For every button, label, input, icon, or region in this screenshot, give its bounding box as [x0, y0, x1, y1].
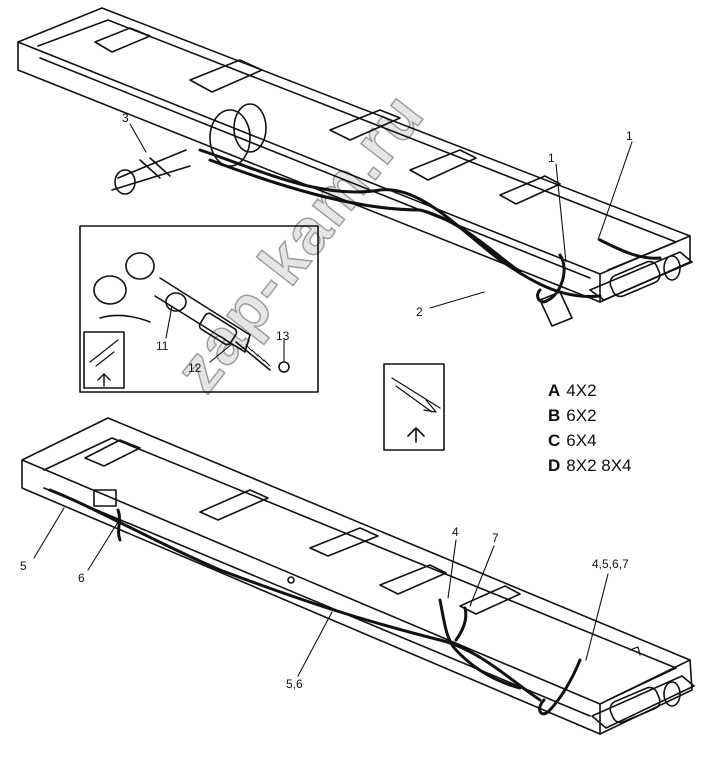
variant-legend: A 4X2 B 6X2 C 6X4 D 8X2 8X4	[548, 378, 632, 478]
legend-key: A	[548, 381, 561, 400]
legend-value: 6X2	[566, 406, 597, 425]
legend-key: C	[548, 431, 561, 450]
callout-5: 5	[20, 559, 27, 573]
callout-11: 11	[156, 339, 169, 353]
callouts: 1 1 2 3 11 12 13 4 7 4,5,6,7 5 6 5,6	[20, 111, 633, 691]
callout-4: 4	[452, 525, 459, 539]
legend-value: 4X2	[566, 381, 597, 400]
legend-row-b: B 6X2	[548, 403, 632, 428]
lower-frame	[21, 417, 695, 735]
inset-detail	[79, 225, 319, 393]
callout-6: 6	[78, 571, 85, 585]
leader-lines	[33, 123, 633, 677]
legend-value: 8X2 8X4	[566, 456, 632, 475]
legend-key: B	[548, 406, 561, 425]
callout-12: 12	[188, 361, 202, 375]
callout-13: 13	[276, 329, 290, 343]
legend-key: D	[548, 456, 561, 475]
callout-3: 3	[122, 111, 129, 125]
callout-2: 2	[416, 305, 423, 319]
callout-4567: 4,5,6,7	[592, 557, 629, 571]
orientation-icon	[383, 363, 445, 451]
legend-row-c: C 6X4	[548, 428, 632, 453]
legend-row-d: D 8X2 8X4	[548, 453, 632, 478]
lower-harness	[48, 488, 582, 716]
legend-row-a: A 4X2	[548, 378, 632, 403]
callout-7: 7	[492, 531, 499, 545]
upper-harness	[198, 148, 662, 304]
callout-1b: 1	[626, 129, 633, 143]
callout-1a: 1	[548, 151, 555, 165]
callout-56: 5,6	[286, 677, 303, 691]
legend-value: 6X4	[566, 431, 597, 450]
